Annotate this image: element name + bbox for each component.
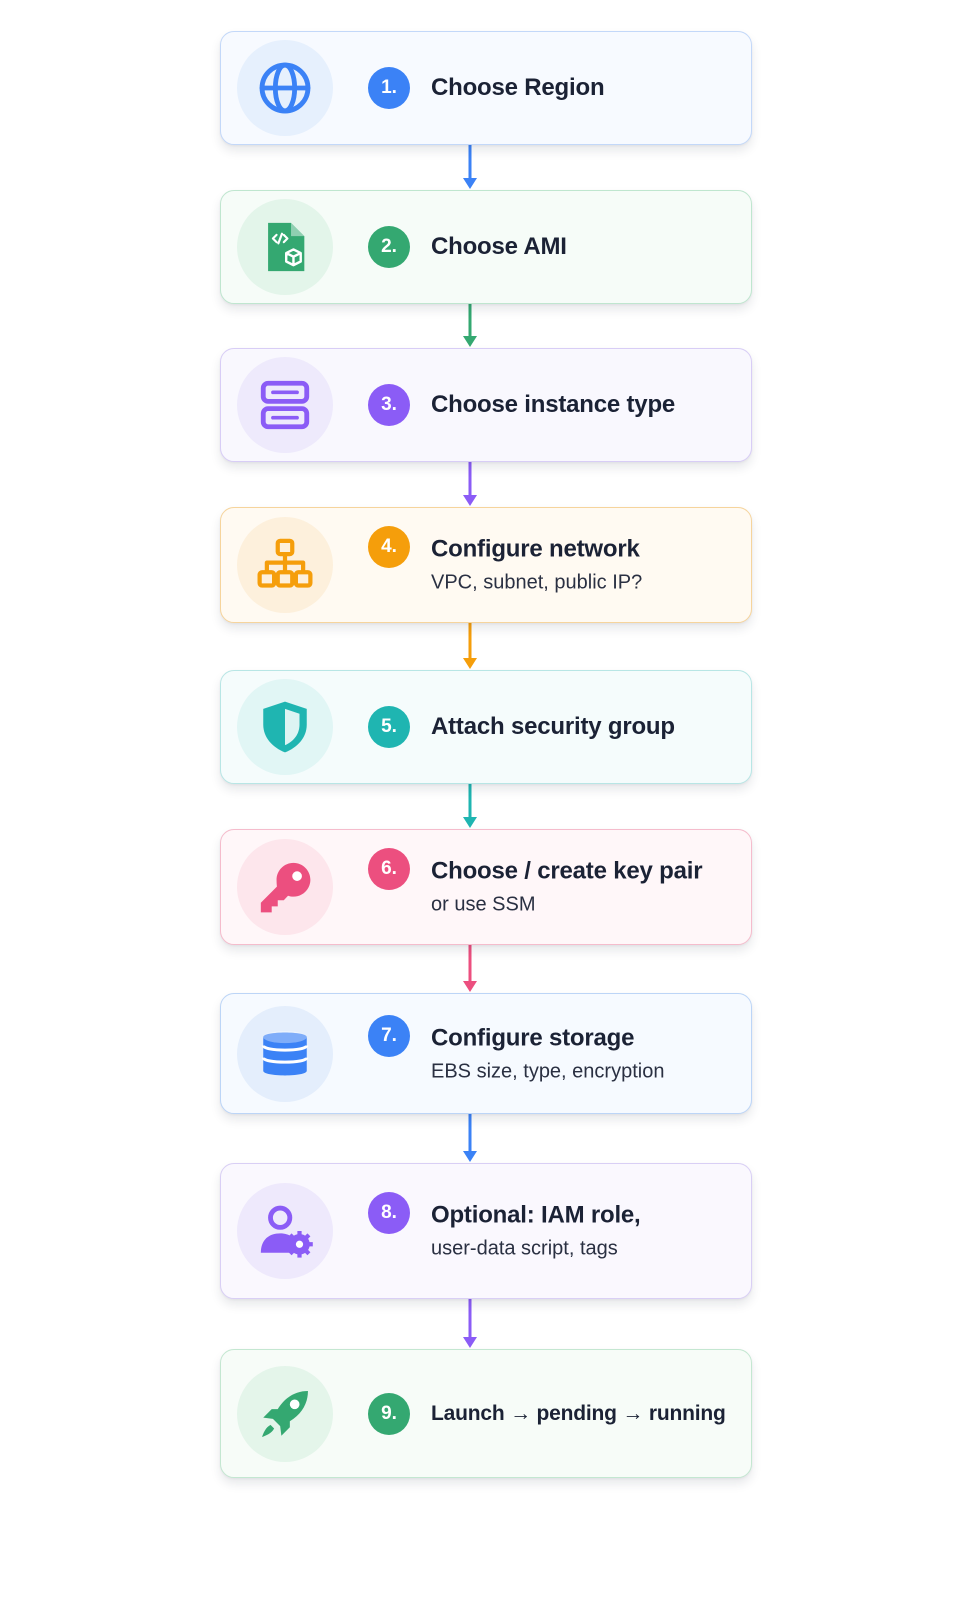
- step-title: Choose AMI: [431, 233, 567, 260]
- step-optional-iam: 8. Optional: IAM role, user-data script,…: [220, 1163, 752, 1299]
- step-text: Choose instance type: [431, 391, 739, 419]
- connector-arrowhead: [463, 817, 477, 828]
- step-configure-storage: 7. Configure storage EBS size, type, enc…: [220, 993, 752, 1114]
- step-title: Launch → pending → running: [431, 1401, 726, 1425]
- step-number-badge: 7.: [368, 1014, 410, 1057]
- user-gear-icon: [260, 1205, 313, 1258]
- step-text: Optional: IAM role, user-data script, ta…: [431, 1202, 739, 1261]
- globe-icon: [259, 62, 311, 114]
- step-text: Configure network VPC, subnet, public IP…: [431, 536, 739, 595]
- step-icon-circle: [237, 199, 333, 295]
- step-title: Configure network: [431, 535, 640, 563]
- step-text: Choose Region: [431, 74, 739, 102]
- step-key-pair: 6. Choose / create key pair or use SSM: [220, 829, 752, 945]
- step-icon-circle: [237, 1005, 333, 1102]
- step-title: Choose instance type: [431, 391, 676, 418]
- step-subtitle: or use SSM: [431, 893, 536, 916]
- step-number-badge: 5.: [368, 706, 410, 748]
- step-number-badge: 9.: [368, 1392, 410, 1435]
- step-text: Attach security group: [431, 713, 739, 741]
- step-subtitle: EBS size, type, encryption: [431, 1060, 665, 1082]
- step-title: Choose / create key pair: [431, 857, 703, 885]
- step-text: Configure storage EBS size, type, encryp…: [431, 1024, 739, 1083]
- server-icon: [260, 380, 310, 430]
- step-text: Choose / create key pair or use SSM: [431, 858, 739, 917]
- step-title: Choose Region: [431, 74, 605, 101]
- connector-arrowhead: [463, 495, 477, 506]
- code-file-icon: [268, 222, 305, 272]
- step-text: Choose AMI: [431, 233, 739, 261]
- step-title: Configure storage: [431, 1024, 635, 1051]
- step-title: Attach security group: [431, 713, 675, 740]
- step-subtitle: user-data script, tags: [431, 1237, 618, 1260]
- step-number-badge: 1.: [368, 67, 410, 109]
- connector-arrowhead: [463, 178, 477, 189]
- step-title: Optional: IAM role,: [431, 1201, 641, 1229]
- connector-arrowhead: [463, 336, 477, 347]
- step-choose-region: 1. Choose Region: [220, 31, 752, 145]
- step-number-badge: 8.: [368, 1192, 410, 1234]
- step-number-badge: 4.: [368, 526, 410, 568]
- step-icon-circle: [237, 1365, 333, 1462]
- connector-arrowhead: [463, 981, 477, 992]
- step-icon-circle: [237, 357, 333, 453]
- step-icon-circle: [237, 40, 333, 136]
- shield-icon: [263, 701, 307, 753]
- step-icon-circle: [237, 517, 333, 613]
- database-icon: [261, 1030, 309, 1075]
- step-choose-instance-type: 3. Choose instance type: [220, 348, 752, 462]
- step-launch: 9. Launch → pending → running: [220, 1349, 752, 1478]
- step-text: Launch → pending → running: [431, 1402, 739, 1426]
- step-icon-circle: [237, 1183, 333, 1279]
- connector-arrowhead: [463, 1337, 477, 1348]
- rocket-icon: [262, 1390, 308, 1437]
- step-icon-circle: [237, 839, 333, 935]
- step-icon-circle: [237, 679, 333, 775]
- connector-arrowhead: [463, 1151, 477, 1162]
- step-number-badge: 2.: [368, 226, 410, 268]
- step-number-badge: 6.: [368, 848, 410, 890]
- network-icon: [257, 538, 313, 588]
- key-icon: [260, 862, 311, 913]
- step-choose-ami: 2. Choose AMI: [220, 190, 752, 304]
- step-configure-network: 4. Configure network VPC, subnet, public…: [220, 507, 752, 623]
- step-number-badge: 3.: [368, 384, 410, 426]
- step-subtitle: VPC, subnet, public IP?: [431, 571, 643, 594]
- step-attach-security-group: 5. Attach security group: [220, 670, 752, 784]
- connector-arrowhead: [463, 658, 477, 669]
